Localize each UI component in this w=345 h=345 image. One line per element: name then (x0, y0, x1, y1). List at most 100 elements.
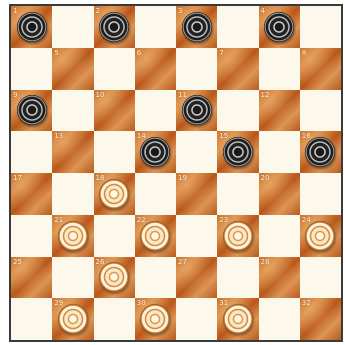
board-square-31[interactable]: 31 (217, 298, 258, 340)
board-square-light (176, 298, 217, 340)
black-checker-piece[interactable] (264, 12, 294, 42)
board-square-12[interactable]: 12 (259, 90, 300, 132)
black-checker-piece[interactable] (17, 95, 47, 125)
board-square-8[interactable]: 8 (300, 48, 341, 90)
board-square-light (259, 298, 300, 340)
board-square-light (135, 90, 176, 132)
board-square-light (11, 298, 52, 340)
board-square-20[interactable]: 20 (259, 173, 300, 215)
black-checker-piece[interactable] (99, 12, 129, 42)
board-square-26[interactable]: 26 (94, 257, 135, 299)
board-square-light (300, 257, 341, 299)
black-checker-piece[interactable] (182, 12, 212, 42)
white-checker-piece[interactable] (58, 221, 88, 251)
board-square-21[interactable]: 21 (52, 215, 93, 257)
board-square-light (94, 131, 135, 173)
square-number: 26 (96, 258, 105, 266)
board-square-light (259, 131, 300, 173)
square-number: 25 (13, 258, 22, 266)
board-square-17[interactable]: 17 (11, 173, 52, 215)
square-number: 14 (137, 132, 146, 140)
board-square-22[interactable]: 22 (135, 215, 176, 257)
board-square-light (176, 131, 217, 173)
black-checker-piece[interactable] (182, 95, 212, 125)
square-number: 6 (137, 49, 141, 57)
white-checker-piece[interactable] (58, 304, 88, 334)
white-checker-piece[interactable] (140, 221, 170, 251)
square-number: 17 (13, 174, 22, 182)
black-checker-piece[interactable] (305, 137, 335, 167)
board-square-1[interactable]: 1 (11, 6, 52, 48)
board-square-25[interactable]: 25 (11, 257, 52, 299)
board-square-light (217, 90, 258, 132)
board-square-light (259, 48, 300, 90)
white-checker-piece[interactable] (140, 304, 170, 334)
board-square-18[interactable]: 18 (94, 173, 135, 215)
square-number: 10 (96, 91, 105, 99)
board-square-14[interactable]: 14 (135, 131, 176, 173)
white-checker-piece[interactable] (223, 221, 253, 251)
board-square-light (135, 6, 176, 48)
board-square-light (135, 257, 176, 299)
square-number: 13 (54, 132, 63, 140)
board-square-5[interactable]: 5 (52, 48, 93, 90)
board-square-27[interactable]: 27 (176, 257, 217, 299)
square-number: 2 (96, 7, 100, 15)
square-number: 22 (137, 216, 146, 224)
white-checker-piece[interactable] (223, 304, 253, 334)
board-square-19[interactable]: 19 (176, 173, 217, 215)
square-number: 1 (13, 7, 17, 15)
board-square-2[interactable]: 2 (94, 6, 135, 48)
board-square-light (52, 90, 93, 132)
board-square-7[interactable]: 7 (217, 48, 258, 90)
board-square-light (300, 173, 341, 215)
board-square-23[interactable]: 23 (217, 215, 258, 257)
board-square-light (135, 173, 176, 215)
board-square-light (52, 6, 93, 48)
white-checker-piece[interactable] (99, 262, 129, 292)
square-number: 15 (219, 132, 228, 140)
board-square-29[interactable]: 29 (52, 298, 93, 340)
board-square-32[interactable]: 32 (300, 298, 341, 340)
board-square-13[interactable]: 13 (52, 131, 93, 173)
square-number: 31 (219, 299, 228, 307)
board-square-15[interactable]: 15 (217, 131, 258, 173)
white-checker-piece[interactable] (305, 221, 335, 251)
white-checker-piece[interactable] (99, 179, 129, 209)
board-square-10[interactable]: 10 (94, 90, 135, 132)
square-number: 16 (302, 132, 311, 140)
board-square-28[interactable]: 28 (259, 257, 300, 299)
square-number: 19 (178, 174, 187, 182)
board-square-11[interactable]: 11 (176, 90, 217, 132)
square-number: 3 (178, 7, 182, 15)
board-square-light (94, 298, 135, 340)
board-square-light (217, 173, 258, 215)
square-number: 24 (302, 216, 311, 224)
board-square-light (259, 215, 300, 257)
board-square-light (176, 48, 217, 90)
board-square-4[interactable]: 4 (259, 6, 300, 48)
board-square-6[interactable]: 6 (135, 48, 176, 90)
board-square-light (52, 257, 93, 299)
square-number: 23 (219, 216, 228, 224)
board-square-light (217, 257, 258, 299)
board-square-light (300, 6, 341, 48)
black-checker-piece[interactable] (140, 137, 170, 167)
square-number: 11 (178, 91, 187, 99)
black-checker-piece[interactable] (223, 137, 253, 167)
square-number: 27 (178, 258, 187, 266)
board-square-3[interactable]: 3 (176, 6, 217, 48)
square-number: 21 (54, 216, 63, 224)
board-square-9[interactable]: 9 (11, 90, 52, 132)
square-number: 12 (261, 91, 270, 99)
board-square-light (11, 48, 52, 90)
board-square-light (11, 131, 52, 173)
board-square-16[interactable]: 16 (300, 131, 341, 173)
board-square-30[interactable]: 30 (135, 298, 176, 340)
board-square-24[interactable]: 24 (300, 215, 341, 257)
board-square-light (11, 215, 52, 257)
square-number: 20 (261, 174, 270, 182)
black-checker-piece[interactable] (17, 12, 47, 42)
square-number: 30 (137, 299, 146, 307)
